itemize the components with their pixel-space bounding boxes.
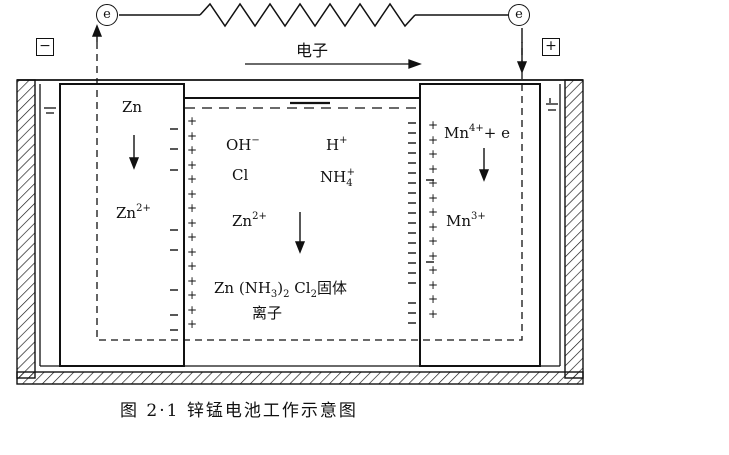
zinc-complex-label: Zn (NH3)2 Cl2固体 [214, 279, 347, 300]
external-circuit [119, 2, 508, 28]
mn3-label: Mn3+ [446, 211, 486, 230]
electron-flow-label: 电子 [296, 41, 329, 60]
negative-terminal: − [36, 38, 54, 56]
figure-caption: 图 2·1 锌锰电池工作示意图 [120, 401, 358, 421]
dashed-boundary [96, 42, 523, 341]
cathode-electrode [419, 83, 541, 367]
hydrogen-ion-label: H+ [326, 135, 348, 154]
anode-zn2-label: Zn2+ [116, 203, 151, 222]
electron-flow-arrow [245, 59, 422, 69]
negative-charges [170, 122, 434, 331]
anode-zn-label: Zn [122, 98, 143, 116]
mn4-label: Mn4++ e [444, 123, 510, 142]
reaction-arrows [91, 24, 528, 254]
chloride-label: Cl [232, 166, 249, 184]
zinc-electrode [59, 83, 185, 367]
container-wall [16, 79, 584, 385]
electron-circle-left: e [96, 4, 118, 26]
ammonium-label: NH4+ [320, 167, 355, 189]
electrolyte-surface [44, 97, 558, 114]
positive-terminal: + [542, 38, 560, 56]
hydroxide-label: OH− [226, 135, 260, 154]
electron-circle-right: e [508, 4, 530, 26]
ion-label: 离子 [252, 304, 283, 322]
positive-charges-right: ++++++++++++++ [427, 118, 439, 321]
zinc-ion-label: Zn2+ [232, 211, 267, 230]
positive-charges-left: +++++++++++++++ [186, 114, 198, 331]
